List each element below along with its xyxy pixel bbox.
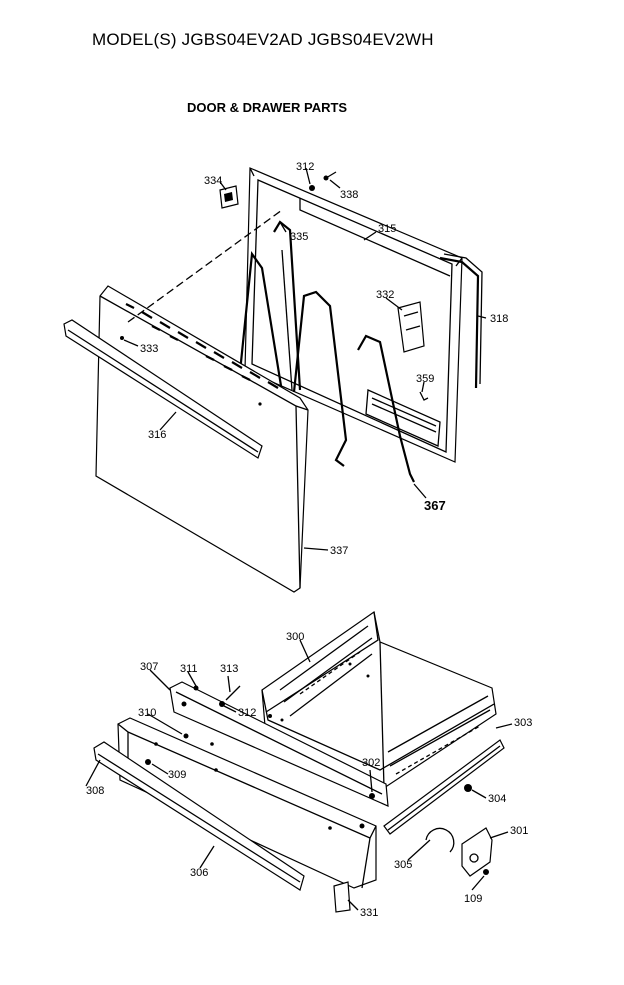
drawer-spring-305 (425, 827, 455, 853)
callout-337: 337 (330, 545, 348, 557)
drawer-bracket-331 (333, 881, 351, 913)
callout-302: 302 (362, 757, 380, 769)
callout-308: 308 (86, 785, 104, 797)
drawer-rail (383, 739, 505, 835)
drawer-front-panel (117, 717, 377, 889)
callout-335: 335 (290, 231, 308, 243)
callout-305: 305 (394, 859, 412, 871)
callout-312-drawer: 312 (238, 707, 256, 719)
callout-309: 309 (168, 769, 186, 781)
drawer-back-plate (169, 681, 389, 807)
drawer-body (261, 610, 497, 789)
callout-300: 300 (286, 631, 304, 643)
callout-301: 301 (510, 825, 528, 837)
callout-310: 310 (138, 707, 156, 719)
bracket-332 (397, 301, 425, 353)
callout-333: 333 (140, 343, 158, 355)
door-vent-slots (125, 303, 279, 389)
drawer-bracket-301 (461, 827, 493, 877)
callout-338: 338 (340, 189, 358, 201)
door-handle (63, 319, 263, 459)
callout-334: 334 (204, 175, 222, 187)
callout-109: 109 (464, 893, 482, 905)
drawer-screws (145, 685, 489, 875)
callout-303: 303 (514, 717, 532, 729)
door-hinge-rods (238, 220, 415, 483)
clip-359 (419, 391, 429, 401)
callout-304: 304 (488, 793, 506, 805)
callout-labels: 334 312 338 315 335 332 318 333 359 316 … (86, 161, 532, 919)
callout-367: 367 (424, 498, 446, 513)
door-side-seal (439, 253, 483, 389)
screw-312-338 (309, 171, 337, 191)
callout-307: 307 (140, 661, 158, 673)
callout-313: 313 (220, 663, 238, 675)
callout-306: 306 (190, 867, 208, 879)
drawer-handle (93, 741, 305, 891)
section-title: DOOR & DRAWER PARTS (187, 100, 348, 115)
callout-315: 315 (378, 223, 396, 235)
bracket-334 (219, 185, 239, 209)
callout-359: 359 (416, 373, 434, 385)
callout-332: 332 (376, 289, 394, 301)
callout-318: 318 (490, 313, 508, 325)
callout-311: 311 (180, 663, 198, 675)
model-title: MODEL(S) JGBS04EV2AD JGBS04EV2WH (92, 30, 434, 49)
leader-lines (85, 167, 513, 911)
outer-door-panel (95, 285, 309, 593)
callout-331: 331 (360, 907, 378, 919)
callout-316: 316 (148, 429, 166, 441)
callout-312-door: 312 (296, 161, 314, 173)
